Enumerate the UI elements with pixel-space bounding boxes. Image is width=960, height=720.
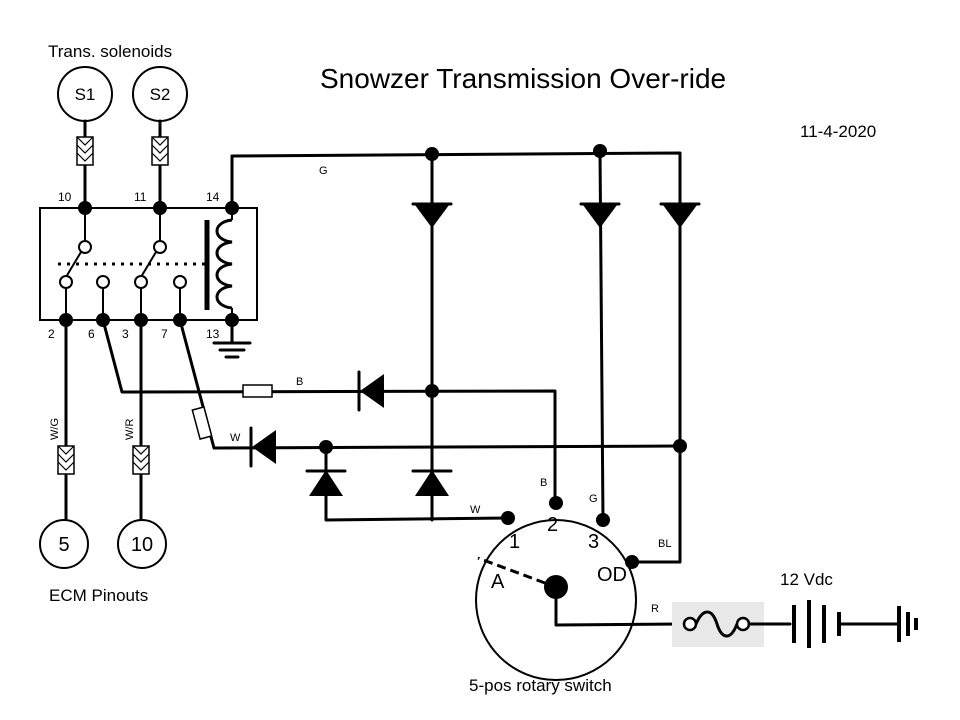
wire-g-switch-label: G	[589, 493, 598, 505]
s2-connector-icon	[151, 136, 169, 166]
switch-pos-1: 1	[509, 531, 520, 553]
switch-wiper-dashed	[477, 556, 546, 585]
relay-pin-7: 7	[161, 327, 168, 341]
relay-pin-6: 6	[88, 327, 95, 341]
ecm-pin-10: 10	[117, 519, 167, 569]
switch-terminal-od	[625, 555, 639, 569]
switch-pos-a: A	[491, 571, 505, 593]
solenoids-header: Trans. solenoids	[48, 42, 172, 61]
relay-pin-2: 2	[48, 327, 55, 341]
diode-2-icon	[411, 469, 453, 496]
relay-pin-14: 14	[206, 190, 220, 204]
switch-pos-od: OD	[597, 564, 627, 586]
ecm-pin-5: 5	[39, 519, 89, 569]
switch-pos-3: 3	[588, 531, 599, 553]
diode-w-icon	[249, 426, 276, 468]
ecm-pin-10-label: 10	[131, 534, 153, 556]
relay-contact-2	[134, 208, 187, 320]
diode-4-icon	[659, 202, 701, 228]
node-pin-11	[153, 201, 167, 215]
wire-b-switch-label: B	[540, 477, 547, 489]
fuse-b-icon	[242, 384, 273, 398]
fuse-w-icon	[191, 406, 213, 440]
relay-pin-11: 11	[134, 190, 147, 204]
diagram-title: Snowzer Transmission Over-ride	[320, 63, 726, 94]
supply-label: 12 Vdc	[780, 570, 833, 589]
diode-3-icon	[579, 202, 621, 228]
battery-icon	[792, 600, 841, 648]
wire-w	[178, 318, 682, 450]
ground-icon	[212, 318, 252, 359]
switch-terminal-3	[596, 513, 610, 527]
diode-5-icon	[305, 469, 347, 496]
wire-diode-column-3	[630, 203, 682, 564]
relay-pin-10: 10	[58, 190, 72, 204]
relay-pin-13: 13	[206, 327, 220, 341]
diode-b-icon	[357, 370, 384, 412]
ecm-a-connector-icon	[57, 445, 75, 475]
ecm-b-connector-icon	[132, 445, 150, 475]
wire-g-bus	[230, 151, 682, 210]
s1-connector-icon	[76, 136, 94, 166]
switch-caption: 5-pos rotary switch	[469, 676, 612, 695]
ecm-footer: ECM Pinouts	[49, 586, 148, 605]
diode-1-icon	[411, 202, 453, 228]
diagram-date: 11-4-2020	[800, 122, 876, 141]
wire-w-label: W	[230, 432, 241, 444]
wire-r-internal	[554, 585, 682, 627]
wire-bl-label: BL	[658, 538, 671, 550]
wire-wg-label: W/G	[49, 418, 61, 440]
ecm-pin-5-label: 5	[58, 534, 69, 556]
relay-pin-3: 3	[122, 327, 129, 341]
wire-g-label: G	[319, 165, 328, 177]
switch-pos-2: 2	[547, 514, 558, 536]
solenoid-s2: S2	[132, 66, 188, 122]
chassis-ground-icon	[897, 606, 918, 642]
wire-w-switch	[324, 445, 510, 522]
relay-contact-1	[59, 208, 110, 320]
wire-r-label: R	[651, 603, 659, 615]
wire-b-label: B	[296, 376, 303, 388]
switch-terminal-2	[549, 496, 563, 510]
node-pin-10	[78, 201, 92, 215]
wire-w-switch-label: W	[470, 504, 481, 516]
solenoid-s1-label: S1	[75, 85, 96, 104]
wire-wr-label: W/R	[124, 419, 136, 440]
fuse-icon	[682, 610, 751, 638]
switch-terminal-1	[501, 511, 515, 525]
solenoid-s2-label: S2	[150, 85, 171, 104]
solenoid-s1: S1	[57, 66, 113, 122]
